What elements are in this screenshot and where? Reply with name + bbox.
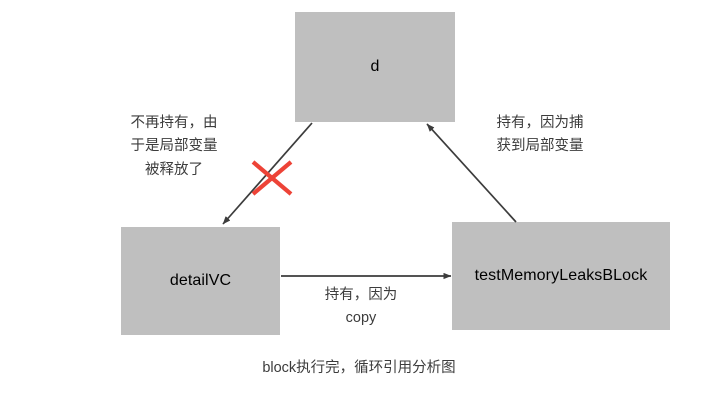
node-test-memory-leaks-block-label: testMemoryLeaksBLock: [474, 267, 648, 285]
node-detailvc: detailVC: [121, 227, 280, 335]
edge-label-block-to-d: 持有，因为捕 获到局部变量: [496, 115, 584, 155]
diagram-caption: block执行完，循环引用分析图: [262, 360, 456, 376]
node-d-label: d: [370, 58, 380, 76]
node-detailvc-label: detailVC: [169, 272, 232, 290]
edge-label-detailvc-to-block: 持有，因为 copy: [324, 287, 398, 327]
node-test-memory-leaks-block: testMemoryLeaksBLock: [452, 222, 670, 330]
node-d: d: [295, 12, 455, 122]
edge-label-d-to-detailvc: 不再持有，由 于是局部变量 被释放了: [130, 115, 218, 178]
red-cross-icon: [251, 160, 293, 196]
